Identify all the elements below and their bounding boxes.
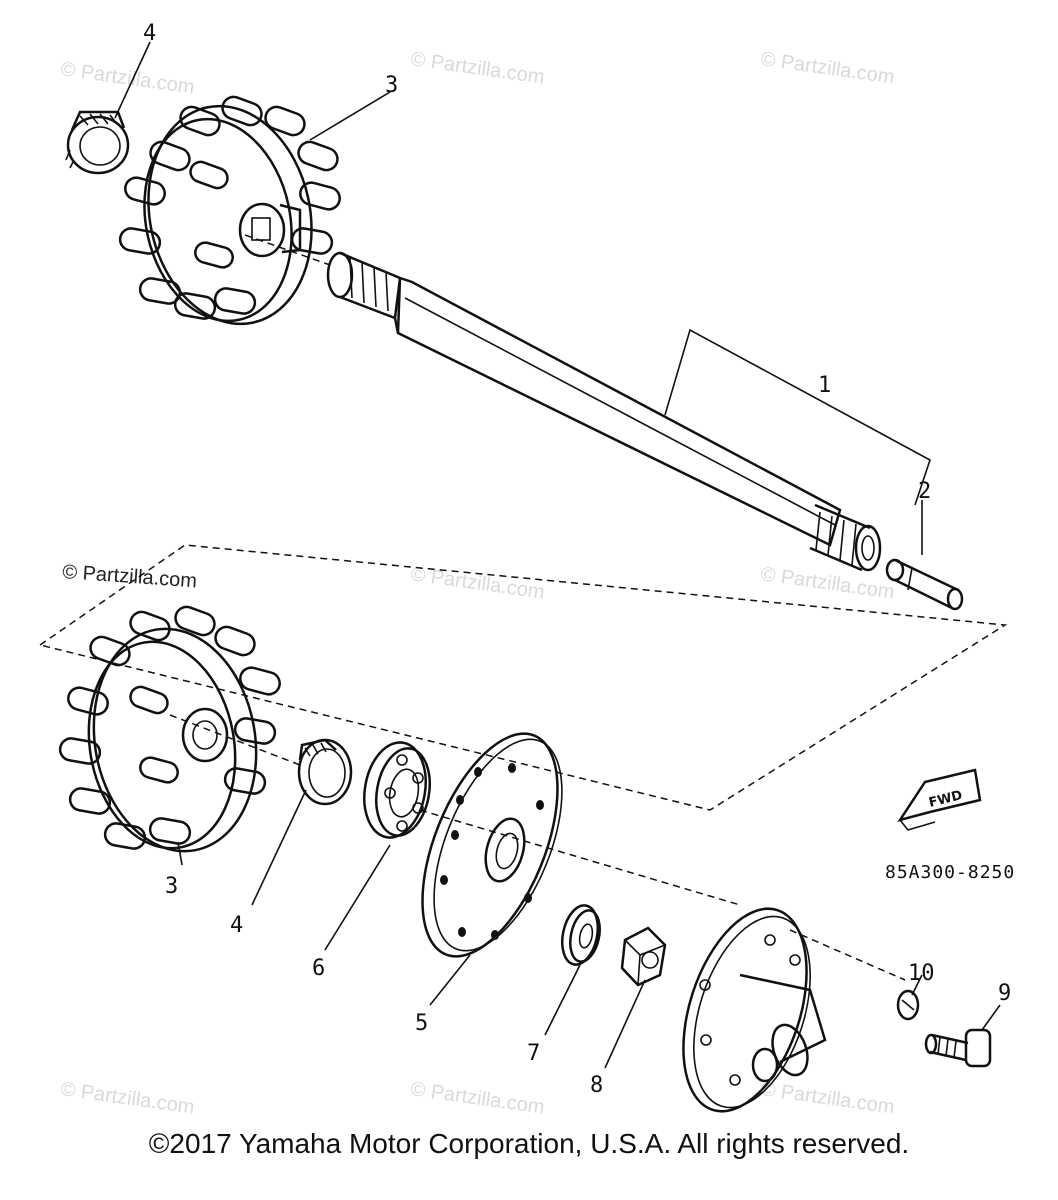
centerline-dash xyxy=(789,929,906,981)
callout-1: 1 xyxy=(818,373,831,398)
callout-7: 7 xyxy=(527,1041,540,1066)
callout-4-top: 4 xyxy=(143,21,156,46)
dashed-leader-outline xyxy=(38,544,1008,811)
callout-3-bottom: 3 xyxy=(165,874,178,899)
watermark: © Partzilla.com xyxy=(59,1078,196,1119)
callout-6: 6 xyxy=(312,956,325,981)
callout-leaders xyxy=(114,41,1001,1069)
fwd-arrow-icon: FWD xyxy=(897,768,982,831)
callout-8: 8 xyxy=(590,1073,603,1098)
part-sprocket-bottom xyxy=(58,605,281,853)
callout-10: 10 xyxy=(908,961,935,986)
watermark: © Partzilla.com xyxy=(409,48,546,89)
watermark: © Partzilla.com xyxy=(759,48,896,89)
copyright-notice: ©2017 Yamaha Motor Corporation, U.S.A. A… xyxy=(148,1128,910,1159)
watermark: © Partzilla.com xyxy=(409,1078,546,1119)
part-washer xyxy=(560,904,601,966)
part-drive-shaft xyxy=(326,251,882,572)
part-wheel-hub xyxy=(682,907,827,1113)
part-lock-washer xyxy=(896,989,920,1021)
callout-3-top: 3 xyxy=(385,73,398,98)
part-clamp-top xyxy=(65,110,130,175)
watermark: © Partzilla.com xyxy=(759,1078,896,1119)
leader-bracket-1 xyxy=(664,328,931,506)
part-bearing xyxy=(363,741,431,839)
diagram-part-number: 85A300-8250 xyxy=(885,862,1015,883)
callout-4-bottom: 4 xyxy=(230,913,243,938)
watermark: © Partzilla.com xyxy=(759,563,896,604)
part-clamp-bottom xyxy=(297,738,353,806)
part-nut xyxy=(620,926,667,987)
callout-5: 5 xyxy=(415,1011,428,1036)
part-wheel-plate xyxy=(421,732,563,958)
part-pin xyxy=(885,558,964,611)
callout-9: 9 xyxy=(998,981,1011,1006)
watermark-strong: © Partzilla.com xyxy=(62,561,198,592)
part-sprocket-top xyxy=(118,95,341,326)
watermark-group: © Partzilla.com © Partzilla.com © Partzi… xyxy=(59,48,896,1119)
centerline-dash xyxy=(419,809,741,906)
callout-numbers: 4 3 1 2 3 4 6 5 7 8 10 9 xyxy=(143,21,1011,1098)
part-bolt xyxy=(924,1028,992,1068)
callout-2: 2 xyxy=(918,479,931,504)
